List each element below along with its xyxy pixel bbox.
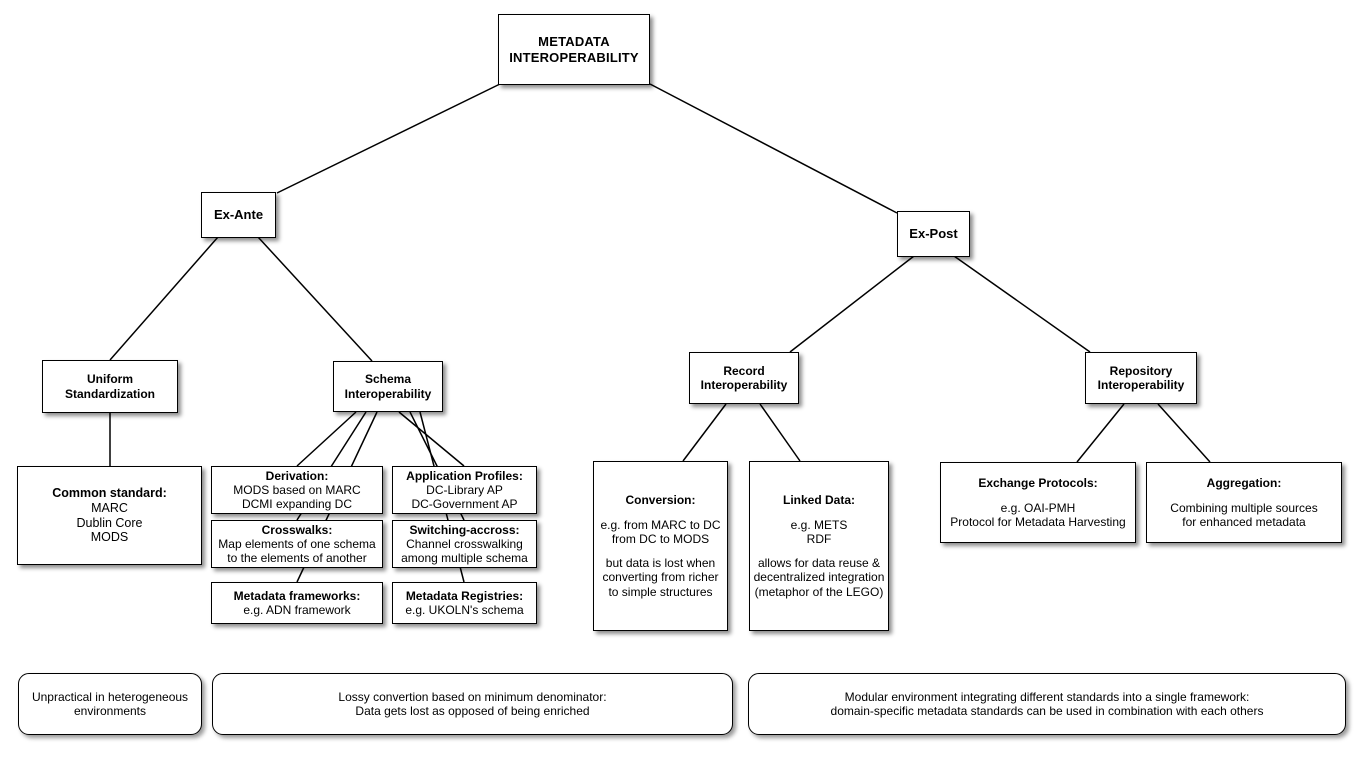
- node-exchange-protocols[interactable]: Exchange Protocols: e.g. OAI-PMH Protoco…: [940, 462, 1136, 543]
- common-standard-heading: Common standard:: [52, 486, 167, 500]
- conversion-line-2: from DC to MODS: [611, 531, 710, 546]
- summary-unpractical[interactable]: Unpractical in heterogeneous environment…: [18, 673, 202, 735]
- linked-data-line-3: allows for data reuse &: [757, 556, 881, 571]
- node-record-interoperability[interactable]: Record Interoperability: [689, 352, 799, 404]
- conversion-line-3: but data is lost when: [605, 556, 716, 571]
- node-aggregation[interactable]: Aggregation: Combining multiple sources …: [1146, 462, 1342, 543]
- conversion-heading: Conversion:: [625, 493, 696, 508]
- node-repository-interoperability[interactable]: Repository Interoperability: [1085, 352, 1197, 404]
- edge-ex-ante-to-uniform: [109, 236, 219, 361]
- exchange-protocols-line-1: e.g. OAI-PMH: [1000, 500, 1076, 515]
- edge-ex-post-to-repository: [953, 255, 1091, 353]
- summary-modular-environment[interactable]: Modular environment integrating differen…: [748, 673, 1346, 735]
- derivation-heading: Derivation:: [265, 468, 329, 483]
- switching-accross-heading: Switching-accross:: [409, 522, 520, 537]
- summary-lossy-convertion[interactable]: Lossy convertion based on minimum denomi…: [212, 673, 733, 735]
- edge-record-to-conversion: [682, 403, 727, 462]
- record-interoperability-line2: Interoperability: [700, 378, 788, 392]
- edge-record-to-linked-data: [759, 403, 801, 462]
- switching-accross-line-1: Channel crosswalking: [406, 536, 523, 551]
- node-conversion[interactable]: Conversion: e.g. from MARC to DC from DC…: [593, 461, 728, 631]
- common-standard-item-1: MARC: [91, 500, 128, 515]
- node-schema-interoperability[interactable]: Schema Interoperability: [333, 361, 443, 412]
- ex-ante-label: Ex-Ante: [213, 207, 264, 223]
- uniform-standardization-line1: Uniform: [87, 372, 133, 387]
- edge-ex-ante-to-schema: [257, 236, 373, 362]
- summary-unpractical-line-1: Unpractical in heterogeneous: [31, 689, 189, 704]
- node-linked-data[interactable]: Linked Data: e.g. METS RDF allows for da…: [749, 461, 889, 631]
- node-derivation[interactable]: Derivation: MODS based on MARC DCMI expa…: [211, 466, 383, 514]
- derivation-line-2: DCMI expanding DC: [241, 497, 353, 512]
- record-interoperability-line1: Record: [723, 363, 765, 378]
- aggregation-line-1: Combining multiple sources: [1170, 500, 1318, 515]
- summary-modular-line-1: Modular environment integrating differen…: [844, 689, 1250, 704]
- edge-schema-to-derivation: [296, 411, 357, 467]
- schema-interoperability-line2: Interoperability: [344, 386, 432, 401]
- repository-interoperability-line2: Interoperability: [1097, 378, 1185, 392]
- summary-lossy-line-1: Lossy convertion based on minimum denomi…: [338, 689, 607, 704]
- common-standard-item-3: MODS: [90, 530, 129, 545]
- linked-data-heading: Linked Data:: [782, 493, 855, 508]
- node-switching-accross[interactable]: Switching-accross: Channel crosswalking …: [392, 520, 537, 568]
- derivation-line-1: MODS based on MARC: [233, 482, 361, 497]
- common-standard-item-2: Dublin Core: [76, 515, 143, 530]
- node-metadata-registries[interactable]: Metadata Registries: e.g. UKOLN's schema: [392, 582, 537, 624]
- node-metadata-interoperability[interactable]: METADATA INTEROPERABILITY: [498, 14, 650, 85]
- metadata-frameworks-heading: Metadata frameworks:: [233, 588, 361, 603]
- summary-lossy-line-2: Data gets lost as opposed of being enric…: [355, 704, 590, 718]
- switching-accross-line-2: among multiple schema: [401, 551, 528, 566]
- crosswalks-heading: Crosswalks:: [261, 522, 333, 537]
- aggregation-heading: Aggregation:: [1206, 476, 1282, 491]
- aggregation-line-2: for enhanced metadata: [1182, 514, 1306, 529]
- application-profiles-heading: Application Profiles:: [406, 468, 523, 483]
- application-profiles-line-2: DC-Government AP: [411, 497, 518, 512]
- node-crosswalks[interactable]: Crosswalks: Map elements of one schema t…: [211, 520, 383, 568]
- crosswalks-line-2: to the elements of another: [227, 551, 367, 566]
- edge-repository-to-aggregation: [1157, 403, 1211, 463]
- linked-data-line-5: (metaphor of the LEGO): [754, 584, 884, 599]
- node-ex-ante[interactable]: Ex-Ante: [201, 192, 276, 238]
- exchange-protocols-line-2: Protocol for Metadata Harvesting: [950, 514, 1126, 529]
- root-label-line1: METADATA: [538, 34, 610, 50]
- metadata-frameworks-line-1: e.g. ADN framework: [243, 603, 351, 617]
- edge-ex-post-to-record: [789, 255, 915, 353]
- summary-unpractical-line-2: environments: [73, 704, 147, 718]
- metadata-registries-heading: Metadata Registries:: [405, 588, 524, 603]
- node-ex-post[interactable]: Ex-Post: [897, 211, 970, 257]
- root-label-line2: INTEROPERABILITY: [509, 49, 639, 65]
- conversion-line-1: e.g. from MARC to DC: [600, 517, 721, 532]
- linked-data-line-4: decentralized integration: [753, 570, 885, 585]
- edge-root-to-ex-ante: [276, 83, 501, 194]
- node-metadata-frameworks[interactable]: Metadata frameworks: e.g. ADN framework: [211, 582, 383, 624]
- node-common-standard[interactable]: Common standard: MARC Dublin Core MODS: [17, 466, 202, 565]
- node-application-profiles[interactable]: Application Profiles: DC-Library AP DC-G…: [392, 466, 537, 514]
- linked-data-line-2: RDF: [806, 531, 832, 546]
- conversion-line-4: converting from richer: [602, 570, 719, 585]
- schema-interoperability-line1: Schema: [364, 372, 412, 387]
- uniform-standardization-line2: Standardization: [64, 386, 155, 401]
- metadata-registries-line-1: e.g. UKOLN's schema: [405, 603, 524, 617]
- edge-root-to-ex-post: [649, 83, 898, 214]
- exchange-protocols-heading: Exchange Protocols:: [978, 476, 1098, 491]
- edge-repository-to-exchange-protocols: [1076, 403, 1125, 463]
- repository-interoperability-line1: Repository: [1109, 363, 1173, 378]
- ex-post-label: Ex-Post: [909, 226, 958, 242]
- edge-schema-to-application-profiles: [398, 411, 465, 467]
- node-uniform-standardization[interactable]: Uniform Standardization: [42, 360, 178, 413]
- conversion-line-5: to simple structures: [608, 584, 713, 599]
- crosswalks-line-1: Map elements of one schema: [218, 536, 376, 551]
- application-profiles-line-1: DC-Library AP: [426, 482, 503, 497]
- linked-data-line-1: e.g. METS: [790, 517, 848, 532]
- summary-modular-line-2: domain-specific metadata standards can b…: [830, 704, 1264, 718]
